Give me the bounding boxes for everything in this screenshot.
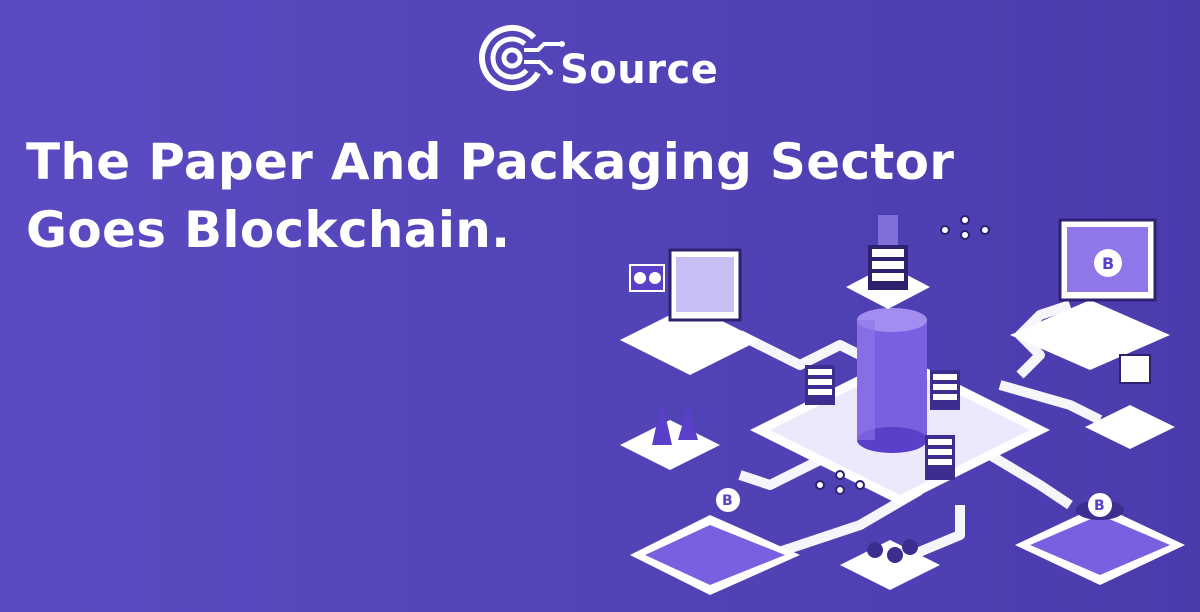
page-title: The Paper And Packaging Sector Goes Bloc… [26, 128, 954, 264]
headline-line-2: Goes Blockchain. [26, 201, 511, 259]
server-stack-icon [805, 365, 960, 480]
headline-line-1: The Paper And Packaging Sector [26, 133, 955, 191]
isometric-blockchain-network-icon: B B B [620, 215, 1185, 595]
brand-name: Source [560, 47, 719, 93]
brand-logo: Source [478, 20, 723, 96]
target-circuit-icon [479, 25, 565, 91]
svg-text:B: B [1102, 254, 1114, 273]
svg-text:B: B [1094, 498, 1105, 514]
svg-text:B: B [722, 493, 733, 509]
